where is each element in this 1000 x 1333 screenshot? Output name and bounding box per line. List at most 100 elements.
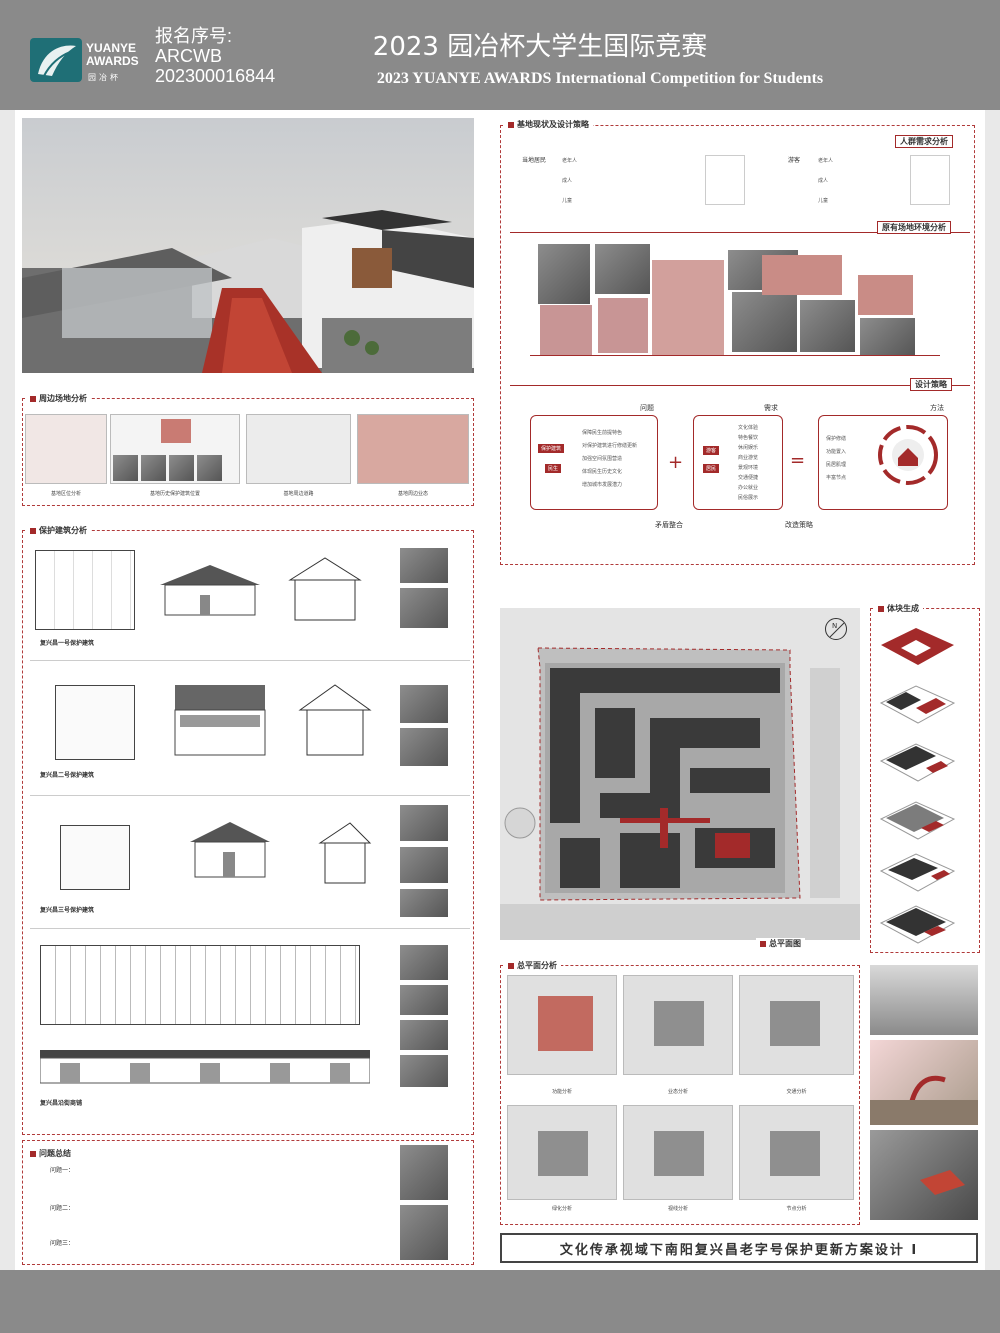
divider — [510, 385, 970, 386]
problem-item-5: 增加城市发展潜力 — [582, 482, 623, 488]
plan-analysis-title-text: 总平面分析 — [517, 961, 557, 970]
demand-item-7: 办公就业 — [738, 485, 759, 491]
massing-step-3 — [876, 736, 956, 786]
problems-title: 问题总结 — [26, 1148, 75, 1159]
historic-buildings-map — [110, 414, 240, 484]
protected-section — [22, 530, 474, 1135]
demand-item-5: 景观环境 — [738, 465, 759, 471]
divider — [30, 795, 470, 796]
street-photo-3 — [400, 1020, 448, 1050]
tag-protected-building: 保护建筑 — [538, 444, 565, 453]
plan-caption-5: 视线分析 — [667, 1206, 688, 1212]
problem-item-2: 对保护建筑进行修缮更新 — [582, 443, 638, 449]
logo-line-1: YUANYE — [86, 41, 137, 55]
title-en: 2023 YUANYE AWARDS International Competi… — [376, 70, 824, 87]
problem-photo-2 — [400, 1205, 448, 1260]
resident-icons — [705, 155, 745, 205]
building3-photo-3 — [400, 889, 448, 917]
plan-caption-2: 业态分析 — [667, 1089, 688, 1095]
logo-line-2: AWARDS — [86, 54, 139, 68]
plan-caption-1: 功能分析 — [551, 1089, 572, 1095]
masterplan-caption-text: 总平面图 — [769, 939, 801, 948]
problem-1-label: 问题一： — [50, 1167, 75, 1174]
col-demand: 需求 — [764, 404, 778, 412]
building2-photo-1 — [400, 685, 448, 723]
plan-analysis-section — [500, 965, 860, 1225]
street-photo-1 — [400, 945, 448, 980]
crowd-title: 人群需求分析 — [895, 135, 953, 148]
surroundings-caption-2: 基地历史保护建筑位置 — [149, 491, 200, 497]
massing-step-4 — [876, 794, 956, 844]
resident-group-2: 成人 — [562, 178, 573, 184]
logo-text-en: YUANYE AWARDS — [86, 42, 139, 68]
env-photo-8 — [762, 255, 842, 295]
resident-group-3: 儿童 — [562, 198, 573, 204]
aerial-rendering-2 — [870, 1130, 978, 1220]
masterplan: N — [500, 608, 860, 940]
env-title-text: 原有场地环境分析 — [882, 223, 946, 232]
env-photo-3 — [595, 244, 650, 294]
registration-code: ARCWB — [155, 46, 222, 66]
tag-livelihood: 民生 — [545, 464, 562, 473]
visitor-group-2: 成人 — [818, 178, 829, 184]
surroundings-title-text: 周边场地分析 — [39, 394, 87, 403]
registration-number: 202300016844 — [155, 66, 276, 86]
leaf-icon — [38, 45, 76, 77]
method-item-3: 民居肌理 — [826, 462, 847, 468]
problem-item-1: 保障民生前提特色 — [582, 430, 623, 436]
street-photo-4 — [400, 1055, 448, 1087]
demand-item-2: 特色餐饮 — [738, 435, 759, 441]
demand-item-3: 休闲娱乐 — [738, 445, 759, 451]
building3-section — [310, 818, 380, 893]
residents-label: 当地居民 — [522, 157, 547, 164]
env-title: 原有场地环境分析 — [877, 221, 951, 234]
plus-icon: + — [668, 452, 684, 473]
plan-analysis-title: 总平面分析 — [504, 960, 561, 971]
surroundings-title: 周边场地分析 — [26, 393, 91, 404]
logo-text-cn: 园冶杯 — [88, 73, 121, 82]
massing-step-2 — [876, 678, 956, 728]
roads-map — [246, 414, 351, 484]
tag-visitors: 游客 — [703, 446, 720, 455]
visitors-label: 游客 — [788, 157, 801, 164]
building2-section — [295, 680, 375, 765]
massing-title: 体块生成 — [874, 603, 923, 614]
visitor-group-3: 儿童 — [818, 198, 829, 204]
street-photo-2 — [400, 985, 448, 1015]
strategy-section — [500, 125, 975, 565]
building2-elevation — [150, 680, 270, 765]
visitor-icons — [910, 155, 950, 205]
building2-floorplan — [55, 685, 135, 760]
col-problem: 问题 — [640, 404, 654, 412]
plan-caption-6: 节点分析 — [786, 1206, 807, 1212]
problem-photo-1 — [400, 1145, 448, 1200]
header-bar — [0, 0, 1000, 110]
location-map — [25, 414, 107, 484]
masterplan-caption: 总平面图 — [756, 938, 805, 949]
resident-group-1: 老年人 — [562, 158, 578, 164]
method-item-4: 丰富节点 — [826, 475, 847, 481]
business-analysis-map — [623, 975, 733, 1075]
plan-caption-4: 绿化分析 — [551, 1206, 572, 1212]
protected-title: 保护建筑分析 — [26, 525, 91, 536]
building1-floorplan — [35, 550, 135, 630]
north-arrow-icon: N — [825, 618, 847, 640]
building1-elevation — [155, 550, 265, 630]
demand-box — [693, 415, 783, 510]
divider — [510, 232, 970, 233]
env-photo-7 — [732, 292, 797, 352]
env-photo-1 — [538, 244, 590, 304]
building3-name: 复兴昌三号保护建筑 — [40, 907, 95, 914]
svg-text:N: N — [832, 622, 837, 630]
surroundings-section — [22, 398, 474, 506]
bottom-title: 文化传承视域下南阳复兴昌老字号保护更新方案设计 I — [559, 1242, 919, 1258]
problem-3-label: 问题三： — [50, 1240, 75, 1247]
green-analysis-map — [507, 1105, 617, 1200]
street-rendering — [870, 1040, 978, 1125]
problem-item-3: 加强空间氛围营造 — [582, 456, 623, 462]
street-name: 复兴昌沿街商铺 — [40, 1100, 83, 1107]
env-photo-4 — [598, 298, 648, 353]
env-photo-10 — [858, 275, 913, 315]
massing-title-text: 体块生成 — [887, 604, 919, 613]
design-title-text: 设计策略 — [915, 380, 947, 389]
